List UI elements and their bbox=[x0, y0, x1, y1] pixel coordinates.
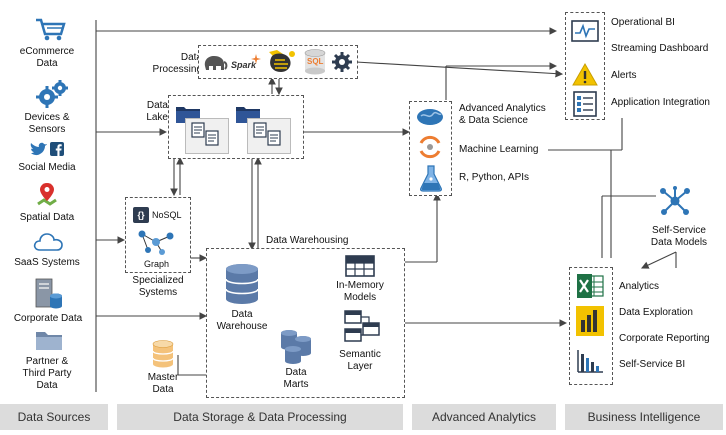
network-hub-icon bbox=[660, 186, 690, 215]
source-ecommerce-label: eCommerce Data bbox=[19, 46, 75, 69]
shopping-cart-icon bbox=[36, 18, 66, 41]
powerbi-icon bbox=[576, 306, 604, 336]
graph-network-icon bbox=[138, 230, 174, 255]
application-integration-label: Application Integration bbox=[611, 97, 710, 108]
data-sources-column: eCommerce Data Devices & Sensors Social … bbox=[0, 0, 96, 400]
bar-chart-icon bbox=[577, 350, 603, 373]
gears-icon bbox=[36, 80, 68, 108]
source-devices-label: Devices & Sensors bbox=[24, 112, 70, 135]
data-warehouse-label: Data Warehouse bbox=[216, 309, 268, 332]
data-exploration-label: Data Exploration bbox=[619, 307, 693, 318]
braces-icon: {} bbox=[133, 207, 149, 223]
spark-logo: Spark bbox=[231, 60, 257, 70]
source-partner-label: Partner & Third Party Data bbox=[22, 356, 72, 391]
data-warehousing-label: Data Warehousing bbox=[266, 235, 349, 246]
source-corporate-label: Corporate Data bbox=[13, 313, 83, 324]
master-data-label: Master Data bbox=[147, 372, 179, 395]
data-processing-label: Data Processing bbox=[152, 52, 202, 75]
sql-database-icon bbox=[304, 49, 326, 75]
bi-top-box bbox=[565, 12, 605, 120]
source-spatial-label: Spatial Data bbox=[19, 212, 75, 223]
self-service-bi-label: Self-Service BI bbox=[619, 359, 686, 370]
document-icon bbox=[253, 122, 267, 138]
data-processing-box: Spark SQL bbox=[198, 45, 358, 79]
semantic-layer-label: Semantic Layer bbox=[339, 349, 381, 372]
server-database-icon bbox=[35, 278, 62, 309]
checklist-icon bbox=[573, 91, 597, 117]
band-data-storage: Data Storage & Data Processing bbox=[117, 404, 403, 430]
r-python-apis-label: R, Python, APIs bbox=[459, 172, 530, 183]
source-social-label: Social Media bbox=[18, 162, 76, 173]
monitor-chart-icon bbox=[571, 20, 599, 42]
advanced-analytics-label: Advanced Analytics & Data Science bbox=[459, 103, 546, 126]
lab-flask-icon bbox=[420, 165, 442, 192]
specialized-systems-label: Specialized Systems bbox=[132, 275, 184, 298]
analytics-label: Analytics bbox=[619, 281, 660, 292]
machine-learning-label: Machine Learning bbox=[459, 144, 539, 155]
graph-label: Graph bbox=[144, 259, 170, 269]
operational-bi-label: Operational BI bbox=[611, 17, 675, 28]
document-icon bbox=[267, 130, 281, 146]
data-marts-label: Data Marts bbox=[283, 367, 309, 390]
streaming-dashboard-label: Streaming Dashboard bbox=[611, 43, 709, 54]
specialized-systems-box: {} NoSQL Graph bbox=[125, 197, 191, 273]
folder-icon bbox=[36, 332, 62, 350]
excel-icon bbox=[577, 274, 604, 298]
data-warehousing-box: Data Warehouse In-Memory Models Semantic… bbox=[206, 248, 405, 398]
band-business-intelligence: Business Intelligence bbox=[565, 404, 723, 430]
nosql-label: NoSQL bbox=[152, 210, 182, 220]
semantic-layer-icon bbox=[344, 310, 380, 342]
map-pin-icon bbox=[37, 183, 57, 206]
spark-star-icon bbox=[251, 54, 261, 64]
sql-text: SQL bbox=[307, 57, 324, 66]
advanced-analytics-box bbox=[409, 101, 452, 196]
brain-cloud-icon bbox=[417, 109, 443, 125]
band-advanced-analytics: Advanced Analytics bbox=[412, 404, 556, 430]
twitter-icon bbox=[30, 142, 47, 156]
hadoop-elephant-icon bbox=[204, 56, 228, 70]
bi-bottom-box bbox=[569, 267, 613, 385]
processing-gear-icon bbox=[332, 52, 352, 72]
hive-bee-icon bbox=[269, 50, 295, 72]
alert-triangle-icon bbox=[572, 63, 598, 86]
table-grid-icon bbox=[345, 255, 375, 277]
facebook-icon bbox=[50, 142, 64, 156]
self-service-models-label: Self-Service Data Models bbox=[650, 225, 708, 248]
data-lake-label: Data Lake bbox=[146, 100, 168, 123]
data-marts-icon bbox=[281, 330, 311, 364]
document-icon bbox=[191, 122, 205, 138]
data-lake-box bbox=[168, 95, 304, 159]
warehouse-database-icon bbox=[225, 264, 259, 304]
corporate-reporting-label: Corporate Reporting bbox=[619, 333, 710, 344]
source-saas-label: SaaS Systems bbox=[14, 257, 80, 268]
master-data-database-icon bbox=[152, 340, 174, 368]
cloud-icon bbox=[33, 233, 63, 251]
ml-swirl-icon bbox=[419, 135, 441, 159]
document-icon bbox=[205, 130, 219, 146]
alerts-label: Alerts bbox=[611, 70, 637, 81]
band-data-sources: Data Sources bbox=[0, 404, 108, 430]
in-memory-models-label: In-Memory Models bbox=[336, 280, 384, 303]
